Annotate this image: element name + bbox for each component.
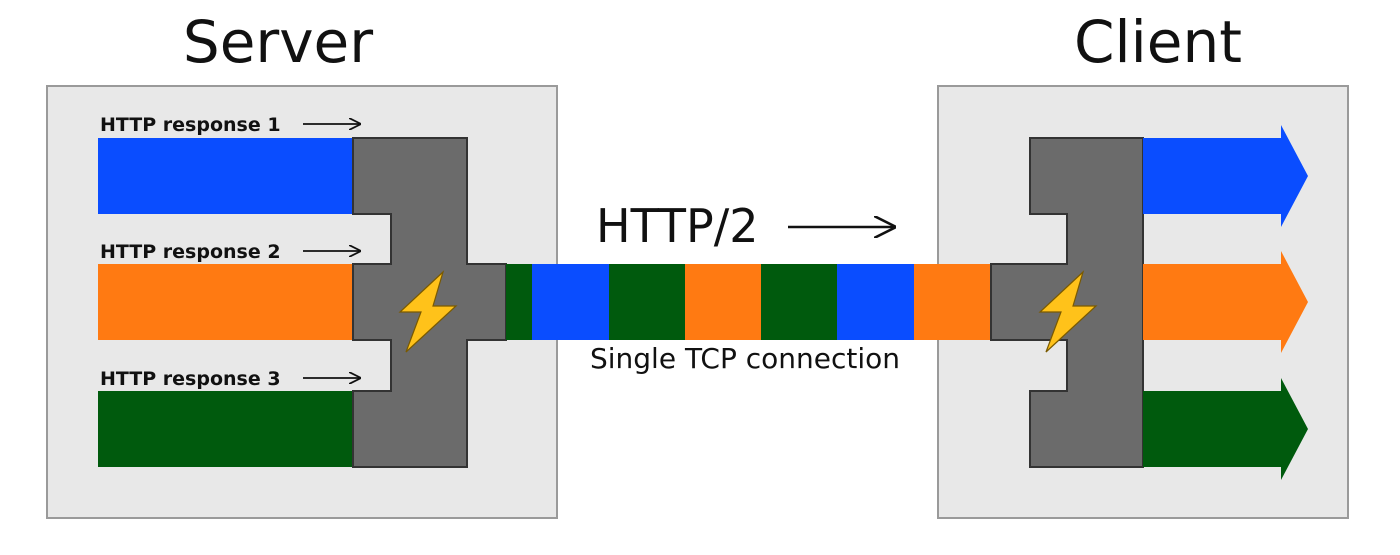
lightning-bolt-icon bbox=[1038, 270, 1098, 353]
tcp-frame bbox=[609, 264, 685, 340]
tcp-frame bbox=[837, 264, 914, 340]
tcp-frame bbox=[506, 264, 532, 340]
tcp-frame bbox=[914, 264, 992, 340]
client-stream-2-arrow bbox=[1143, 251, 1308, 353]
protocol-label: HTTP/2 bbox=[596, 199, 758, 253]
response-1-text: HTTP response 1 bbox=[100, 114, 281, 136]
response-2-label: HTTP response 2 bbox=[100, 241, 360, 263]
server-stream-2 bbox=[98, 264, 356, 340]
server-title: Server bbox=[183, 8, 373, 76]
tcp-frame bbox=[761, 264, 837, 340]
lightning-bolt-icon bbox=[398, 270, 458, 353]
tcp-frame bbox=[532, 264, 609, 340]
connection-caption: Single TCP connection bbox=[590, 342, 900, 375]
client-stream-1-arrow bbox=[1143, 125, 1308, 227]
server-stream-3 bbox=[98, 391, 356, 467]
response-3-label: HTTP response 3 bbox=[100, 368, 360, 390]
client-title: Client bbox=[1074, 8, 1242, 76]
tcp-frame bbox=[685, 264, 761, 340]
response-1-label: HTTP response 1 bbox=[100, 114, 360, 136]
response-3-text: HTTP response 3 bbox=[100, 368, 281, 390]
tcp-connection bbox=[506, 264, 992, 340]
client-stream-3-arrow bbox=[1143, 378, 1308, 480]
server-stream-1 bbox=[98, 138, 356, 214]
response-2-text: HTTP response 2 bbox=[100, 241, 281, 263]
